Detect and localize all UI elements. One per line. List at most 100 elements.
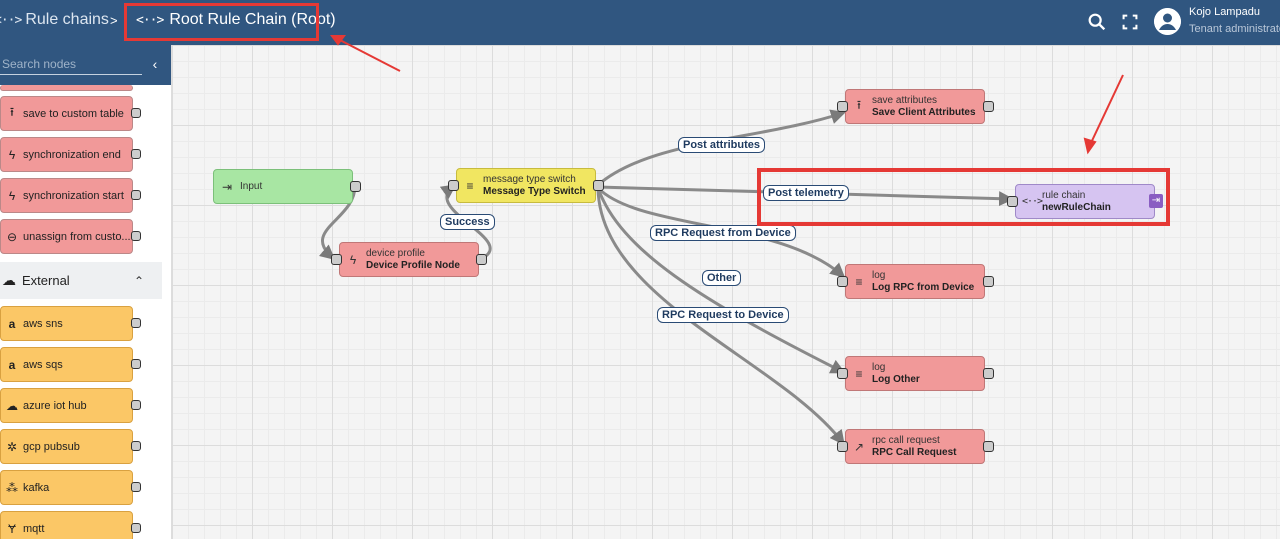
node-port-in[interactable] xyxy=(837,368,848,379)
user-name: Kojo Lampadu xyxy=(1189,6,1260,18)
node-port-out[interactable] xyxy=(983,276,994,287)
user-role: Tenant administrator xyxy=(1189,23,1280,35)
node-port xyxy=(131,359,141,369)
sidebar-node-synchronization-end[interactable]: ϟ synchronization end xyxy=(0,137,133,172)
sidebar-node-aws-sns[interactable]: a aws sns xyxy=(0,306,133,341)
sidebar-node-aws-sqs[interactable]: a aws sqs xyxy=(0,347,133,382)
node-type: log xyxy=(872,361,886,373)
node-port xyxy=(131,108,141,118)
sidebar-node-mqtt[interactable]: Ɏ mqtt xyxy=(0,511,133,539)
node-port xyxy=(131,523,141,533)
node-type: save attributes xyxy=(872,94,938,106)
node-input[interactable]: ⇥ Input xyxy=(213,169,353,204)
sidebar-node-synchronization-start[interactable]: ϟ synchronization start xyxy=(0,178,133,213)
sidebar-node-label: aws sqs xyxy=(23,358,63,371)
arrow-up-right-icon: ↗ xyxy=(853,439,865,454)
page-title: Root Rule Chain (Root) xyxy=(169,11,336,28)
node-port-out[interactable] xyxy=(476,254,487,265)
minus-circle-icon: ⊖ xyxy=(6,229,18,244)
sidebar-node-save-to-custom-table[interactable]: ⭱ save to custom table xyxy=(0,96,133,131)
node-type: rpc call request xyxy=(872,434,940,446)
rule-chain-icon: <··> xyxy=(0,12,22,28)
node-port xyxy=(131,190,141,200)
top-bar: <··> Rule chains > <··> Root Rule Chain … xyxy=(0,0,1280,45)
bolt-icon: ϟ xyxy=(349,252,357,267)
fullscreen-icon[interactable] xyxy=(1119,11,1141,33)
node-port-out[interactable] xyxy=(983,368,994,379)
sidebar-node-partial[interactable] xyxy=(0,85,133,91)
link-label-rpc-to-device[interactable]: RPC Request to Device xyxy=(657,307,789,323)
upload-icon: ⭱ xyxy=(856,98,862,112)
sidebar-node-kafka[interactable]: ⁂ kafka xyxy=(0,470,133,505)
node-port-out[interactable] xyxy=(593,180,604,191)
link-label-other[interactable]: Other xyxy=(702,270,742,286)
node-name: Log Other xyxy=(872,373,920,385)
node-type: rule chain xyxy=(1042,189,1086,201)
node-port-out[interactable] xyxy=(983,441,994,452)
node-port-in[interactable] xyxy=(837,101,848,112)
amazon-icon: a xyxy=(8,316,16,331)
node-port-in[interactable] xyxy=(331,254,342,265)
node-port xyxy=(131,441,141,451)
node-port-in[interactable] xyxy=(837,276,848,287)
node-name: Device Profile Node xyxy=(366,259,460,271)
chevron-up-icon[interactable]: ⌃ xyxy=(134,273,145,288)
node-port xyxy=(131,149,141,159)
upload-icon: ⭱ xyxy=(9,105,15,119)
sidebar-node-gcp-pubsub[interactable]: ✲ gcp pubsub xyxy=(0,429,133,464)
rule-chain-canvas[interactable] xyxy=(172,45,1280,539)
node-name: RPC Call Request xyxy=(872,446,957,458)
link-label-rpc-from-device[interactable]: RPC Request from Device xyxy=(650,225,796,241)
cloud-icon: ☁ xyxy=(2,272,16,288)
section-header-external[interactable]: ☁ External ⌃ xyxy=(0,262,162,299)
open-rule-chain-icon[interactable]: ⇥ xyxy=(1149,194,1163,208)
kafka-icon: ⁂ xyxy=(6,480,18,495)
amazon-icon: a xyxy=(8,357,16,372)
node-type: log xyxy=(872,269,886,281)
link-label-success[interactable]: Success xyxy=(440,214,495,230)
link-label-post-attributes[interactable]: Post attributes xyxy=(678,137,766,153)
node-name: newRuleChain xyxy=(1042,201,1111,213)
input-icon: ⇥ xyxy=(221,179,233,194)
sidebar-node-label: aws sns xyxy=(23,317,63,330)
sidebar-node-label: azure iot hub xyxy=(23,399,87,412)
log-icon: ≡ xyxy=(855,274,863,289)
sidebar-node-label: kafka xyxy=(23,481,50,494)
node-port-in[interactable] xyxy=(1007,196,1018,207)
node-type: message type switch xyxy=(483,173,576,185)
breadcrumb-rule-chains[interactable]: <··> Rule chains xyxy=(0,11,109,29)
breadcrumb-separator: > xyxy=(110,13,118,28)
sidebar-node-label: gcp pubsub xyxy=(23,440,80,453)
node-name: Log RPC from Device xyxy=(872,281,975,293)
account-icon xyxy=(1154,8,1181,35)
sidebar-node-label: mqtt xyxy=(23,522,45,535)
avatar[interactable] xyxy=(1154,8,1181,35)
node-port xyxy=(131,318,141,328)
sidebar-node-unassign-from-customer[interactable]: ⊖ unassign from custo... xyxy=(0,219,133,254)
bolt-icon: ϟ xyxy=(8,188,16,203)
node-name: Message Type Switch xyxy=(483,185,586,197)
node-port-in[interactable] xyxy=(448,180,459,191)
link-label-post-telemetry[interactable]: Post telemetry xyxy=(763,185,849,201)
sidebar-node-azure-iot-hub[interactable]: ☁ azure iot hub xyxy=(0,388,133,423)
node-port-out[interactable] xyxy=(983,101,994,112)
node-port-out[interactable] xyxy=(350,181,361,192)
sidebar-node-label: unassign from custo... xyxy=(23,230,131,243)
bolt-icon: ϟ xyxy=(8,147,16,162)
node-type: device profile xyxy=(366,247,425,259)
search-nodes-input[interactable] xyxy=(0,53,142,75)
collapse-sidebar-button[interactable]: ‹ xyxy=(152,56,158,72)
section-title: External xyxy=(22,273,70,288)
node-port-in[interactable] xyxy=(837,441,848,452)
sidebar-node-label: synchronization end xyxy=(23,148,121,161)
sidebar-node-label: save to custom table xyxy=(23,107,124,120)
search-icon[interactable] xyxy=(1086,11,1108,33)
highlight-rule-chain-box xyxy=(757,168,1170,226)
